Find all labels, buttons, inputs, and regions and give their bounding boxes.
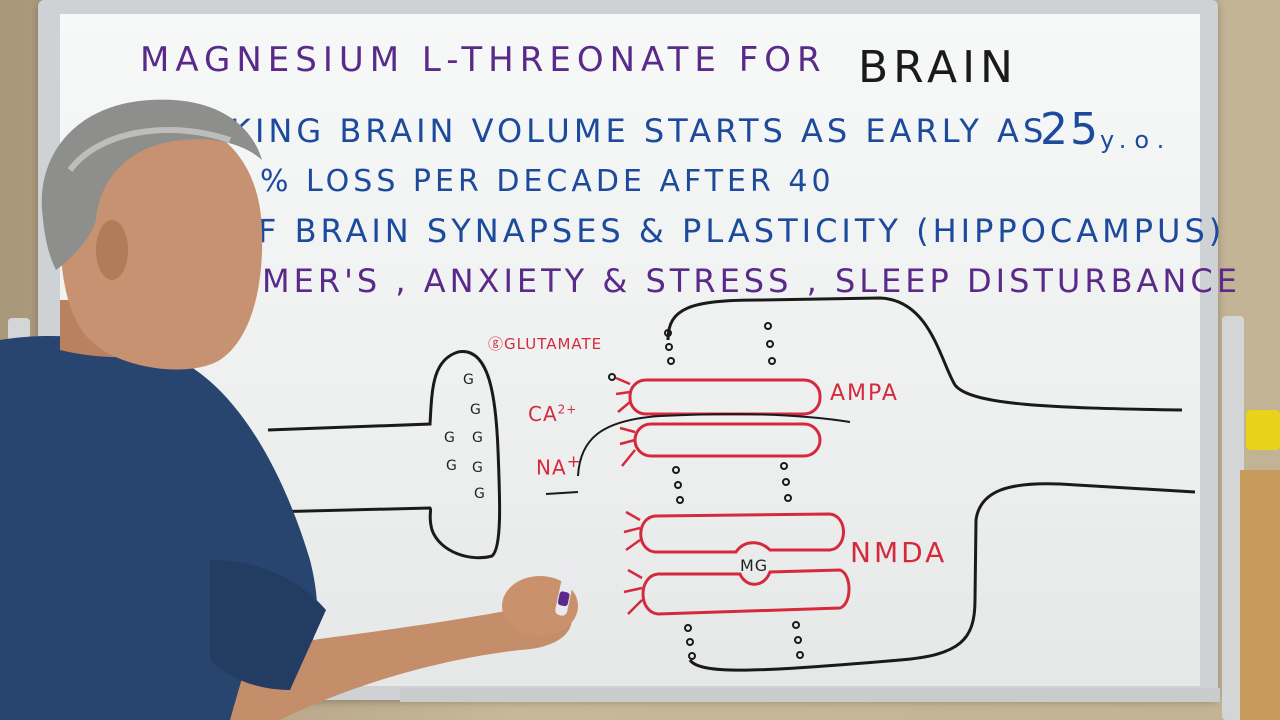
vesicle-g: G: [446, 458, 457, 474]
calcium-label: CA2+: [528, 402, 578, 426]
vesicle-g: G: [472, 430, 483, 446]
presenter-hand: [502, 576, 578, 636]
vesicle-g: G: [472, 460, 483, 476]
yellow-object: [1246, 410, 1280, 450]
wood-cabinet: [1240, 470, 1280, 720]
ampa-receptor-1: [628, 378, 822, 416]
board-title-brain: BRAIN: [858, 42, 1018, 93]
ion-dash: [545, 491, 579, 495]
board-line-1-age: 25: [1040, 104, 1100, 155]
board-line-4: MER'S , ANXIETY & STRESS , SLEEP DISTURB…: [262, 262, 1241, 300]
ion-flow-line: [577, 413, 851, 477]
presenter-arm: [230, 604, 572, 720]
nmda-receptor-2: [641, 568, 851, 616]
board-title: MAGNESIUM L-THREONATE FOR: [140, 40, 827, 80]
vesicle-g: G: [463, 372, 474, 388]
board-line-1: KING BRAIN VOLUME STARTS AS EARLY AS: [230, 112, 1048, 150]
presynaptic-terminal: [267, 350, 502, 560]
vesicle-g: G: [474, 486, 485, 502]
marker-tray: [400, 688, 1220, 702]
magnesium-label: MG: [740, 556, 769, 575]
upper-dendrite: [666, 296, 1183, 412]
nmda-label: NMDA: [850, 536, 948, 569]
nmda-receptor-1: [639, 512, 845, 554]
presenter: [0, 99, 578, 720]
sodium-charge: +: [566, 452, 582, 471]
board-line-2: % LOSS PER DECADE AFTER 40: [260, 164, 835, 199]
board-line-3: F BRAIN SYNAPSES & PLASTICITY (HIPPOCAMP…: [258, 212, 1226, 250]
channel-dots: [608, 322, 804, 660]
vesicle-g: G: [444, 430, 455, 446]
board-stand-right: [1222, 316, 1244, 720]
presenter-hair: [41, 99, 262, 270]
ampa-label: AMPA: [830, 381, 899, 406]
presenter-sleeve: [210, 560, 326, 690]
receptor-prongs: [615, 376, 643, 615]
board-line-1-unit: y.o.: [1100, 126, 1173, 154]
vesicle-g: G: [470, 402, 481, 418]
calcium-charge: 2+: [557, 402, 578, 417]
glutamate-label: ⓖGLUTAMATE: [488, 335, 603, 353]
lower-dendrite: [688, 482, 1196, 672]
presenter-face: [59, 116, 263, 370]
ampa-receptor-2: [633, 422, 822, 458]
sodium-label: NA+: [536, 452, 582, 480]
